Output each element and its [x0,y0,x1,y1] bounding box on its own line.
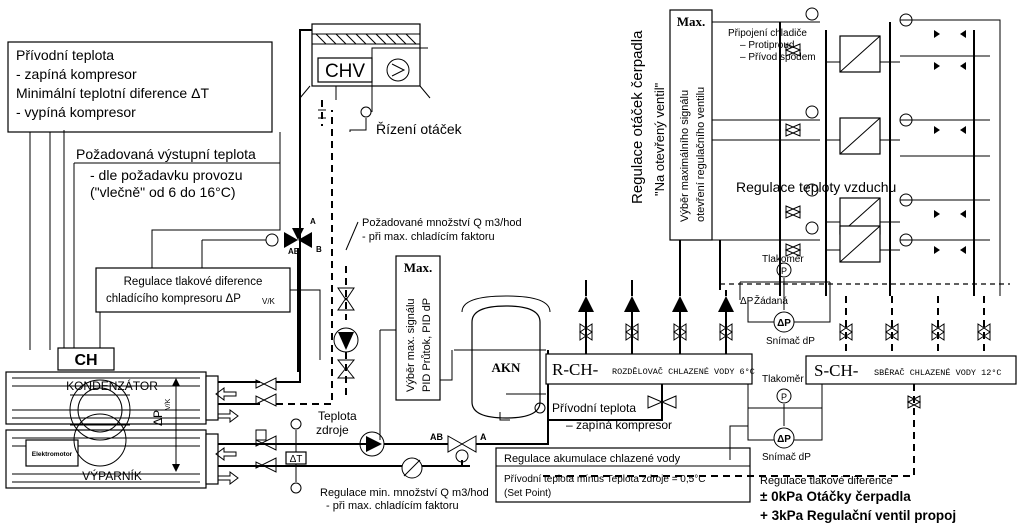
dp-sensor-label: Snímač dP [766,336,815,347]
pressure-gauge [776,388,792,404]
collector-valves [839,296,991,356]
min-q-line1: Regulace min. množství Q m3/hod [320,487,489,499]
supply-box-line4: - vypíná kompresor [16,104,136,120]
dp-symbol-2: ΔP [777,434,791,445]
dp-symbol-zadana: ΔP [740,296,754,307]
speed-control: Řízení otáček [376,121,463,137]
s-ch-desc: SBĚRAČ CHLAZENÉ VODY 12°C [874,367,1002,378]
supply-box-line2: - zapíná kompresor [16,66,137,82]
max-box-mid-line2: PID Průtok, PID dP [421,298,433,392]
zadana-label: Žádaná [754,294,788,307]
akn-tank [471,305,541,419]
pressure-gauge-symbol: P [781,266,787,276]
r-ch-code: R-CH- [552,360,599,379]
max-box-mid-line1: Výběr max. signálu [405,298,417,392]
dp-sensor [773,427,795,449]
r-ch-distributor [545,353,753,385]
dpvk-label: ΔP [151,410,165,426]
flow-meter [401,457,423,479]
supply-temp-mid-line2: – zapíná kompresor [566,418,672,432]
s-ch-code: S-CH- [814,361,859,380]
outlet-temp-title: Požadovaná výstupní teplota [76,146,256,162]
valve-port-a: A [480,432,487,442]
required-q-line1: Požadované množství Q m3/hod [362,217,522,229]
ch-box [57,347,115,371]
pump-speed-reg-line1: Regulace otáček čerpadla [629,30,646,204]
distribution-pumps [578,296,734,354]
fan-icon [386,58,410,82]
max-box-mid-title: Max. [404,260,433,275]
pressure-diff-reg-line1: ± 0kPa Otáčky čerpadla [760,489,911,504]
evaporator-label: VÝPARNÍK [82,468,142,483]
valve-port-a: A [310,217,316,226]
pump-speed-reg-line2: "Na otevřený ventil" [652,82,667,196]
valve-port-b: B [316,245,322,254]
supply-box-line3: Minimální teplotní diference ΔT [16,85,209,101]
dp-symbol: ΔP [777,318,791,329]
pressure-reg-line2: chladícího kompresoru ΔP [106,293,241,305]
pressure-diff-reg-title: Regulace tlakové diference [760,475,893,487]
temp-sensor [534,402,546,414]
condenser-label: KONDENZÁTOR [66,378,158,393]
supply-temp-box [7,41,273,133]
dp-sensor-label-2: Snímač dP [762,452,811,463]
cooler-conn-title: Připojení chladiče [728,28,807,39]
max-box-mid [395,255,441,401]
accumulation-line1: Přívodní teplota mínus Teplota zdroje = … [504,474,705,485]
max-box-right-line1: Výběr maximálního signálu [679,90,691,222]
dt-label: ΔT [290,454,303,465]
cooler-conn-line2: – Přívod spodem [740,52,816,63]
source-temp-line2: zdroje [316,423,349,437]
dpvk-sub: V/K [165,398,172,410]
valve-port-ab: AB [288,247,300,256]
pressure-gauge [776,262,792,278]
air-coils [712,7,1001,296]
temp-sensor [290,482,302,494]
min-q-line2: - při max. chladícím faktoru [326,500,459,512]
supply-temp-mid-line1: Přívodní teplota [552,401,636,415]
tlakomer-label: Tlakoměr [762,254,804,265]
pressure-reg-box [95,267,291,313]
supply-box-line1: Přívodní teplota [16,47,114,63]
outlet-temp-line2: ("vlečně" od 6 do 16°C) [90,184,236,200]
electromotor [25,439,79,467]
max-box-right [669,9,713,241]
outlet-temp-line1: - dle požadavku provozu [90,167,243,183]
cooler-conn-line1: – Protiproud [740,40,794,51]
accumulation-box [495,447,751,503]
chv-label: CHV [325,61,365,82]
akn-label: AKN [492,360,522,375]
tlakomer-label-2: Tlakoměr [762,374,804,385]
source-temp-line1: Teplota [318,409,357,423]
max-box-right-line2: otevření regulačního ventilu [695,87,707,222]
accumulation-line2: (Set Point) [504,488,551,499]
max-box-right-title: Max. [677,14,706,29]
temp-sensor [360,106,372,118]
electromotor-label: Elektromotor [32,451,73,458]
temp-sensor [290,418,302,430]
s-ch-collector [805,355,1017,385]
r-ch-desc: ROZDĚLOVAČ CHLAZENÉ VODY 6°C [612,366,755,377]
accumulation-title: Regulace akumulace chlazené vody [504,453,681,465]
pressure-reg-sub: V/K [262,297,276,306]
required-q-line2: - při max. chladícím faktoru [362,231,495,243]
pressure-reg-line1: Regulace tlakové diference [124,276,263,288]
pressure-gauge-symbol-2: P [781,392,787,402]
temp-sensor [265,233,279,247]
valve-port-ab: AB [430,432,443,442]
air-temp-reg: Regulace teploty vzduchu [736,179,896,195]
pressure-diff-reg-line2: + 3kPa Regulační ventil propoj [760,508,956,523]
ch-label: CH [74,352,97,369]
